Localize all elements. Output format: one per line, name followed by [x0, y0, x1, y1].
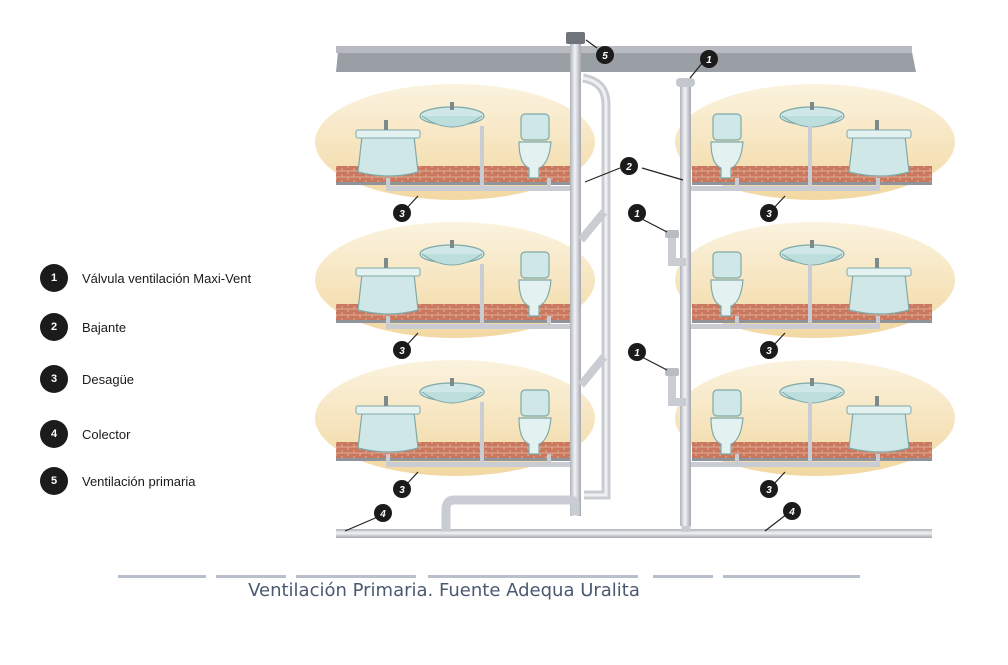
- callout-number: 3: [766, 346, 772, 357]
- drain-pipe: [691, 462, 880, 467]
- toilet-fixture: [712, 113, 742, 141]
- main-stack: [570, 40, 581, 516]
- callout-number: 3: [399, 485, 405, 496]
- legend-item-5: 5 Ventilación primaria: [40, 466, 195, 496]
- callout-marker-4: 4: [783, 502, 801, 520]
- roof-slab: [336, 52, 916, 72]
- right-stack: [680, 86, 691, 526]
- callout-number: 1: [634, 348, 640, 359]
- blurred-text-strip: [118, 575, 860, 579]
- legend-label: Ventilación primaria: [82, 473, 196, 489]
- legend-label: Desagüe: [82, 371, 135, 387]
- drain-pipe: [386, 462, 570, 467]
- callout-marker-3: 3: [760, 341, 778, 359]
- floor-line-left: [336, 320, 570, 323]
- drain-pipe: [386, 186, 570, 191]
- legend-badge: 3: [40, 365, 68, 393]
- drain-pipe: [691, 186, 880, 191]
- callout-number: 1: [634, 209, 640, 220]
- floor-1: [315, 84, 955, 200]
- bidet-fixture: [848, 411, 910, 453]
- floor-3: [315, 360, 955, 476]
- bidet-fixture: [357, 135, 419, 177]
- callout-marker-4: 4: [374, 504, 392, 522]
- callout-number: 3: [399, 209, 405, 220]
- callout-marker-3: 3: [393, 480, 411, 498]
- figure-caption: Ventilación Primaria. Fuente Adequa Ural…: [0, 580, 1008, 601]
- bidet-fixture: [357, 411, 419, 453]
- legend-badge: 1: [40, 264, 68, 292]
- legend-item-3: 3 Desagüe: [40, 364, 134, 394]
- legend-item-1: 1 Válvula ventilación Maxi-Vent: [40, 263, 251, 293]
- drain-pipe: [386, 324, 570, 329]
- legend-badge: 5: [40, 467, 68, 495]
- legend-badge: 4: [40, 420, 68, 448]
- vent-cap: [566, 32, 585, 44]
- legend-label: Colector: [82, 426, 131, 442]
- caption-text: Ventilación Primaria. Fuente Adequa Ural…: [248, 580, 640, 601]
- callout-marker-3: 3: [393, 204, 411, 222]
- legend-item-4: 4 Colector: [40, 419, 130, 449]
- callout-marker-3: 3: [393, 341, 411, 359]
- bidet-fixture: [848, 273, 910, 315]
- drain-pipe: [691, 324, 880, 329]
- bidet-fixture: [848, 135, 910, 177]
- callout-number: 4: [788, 507, 795, 518]
- callout-marker-3: 3: [760, 204, 778, 222]
- floor-line-left: [336, 458, 570, 461]
- toilet-fixture: [712, 251, 742, 279]
- legend-badge: 2: [40, 313, 68, 341]
- legend-item-2: 2 Bajante: [40, 312, 126, 342]
- callout-number: 3: [766, 209, 772, 220]
- toilet-fixture: [520, 251, 550, 279]
- floor-line-left: [336, 182, 570, 185]
- callout-number: 3: [399, 346, 405, 357]
- toilet-fixture: [712, 389, 742, 417]
- callout-marker-1: 1: [628, 343, 646, 361]
- structure-group: [336, 32, 932, 538]
- callout-markers: 5 1 2 1 1 3 3 3 3 3 3 4 4: [374, 46, 801, 522]
- bidet-fixture: [357, 273, 419, 315]
- callout-marker-2: 2: [620, 157, 638, 175]
- callout-marker-1: 1: [628, 204, 646, 222]
- callout-number: 2: [625, 162, 632, 173]
- callout-number: 3: [766, 485, 772, 496]
- legend-label: Bajante: [82, 319, 127, 335]
- callout-marker-5: 5: [596, 46, 614, 64]
- legend-label: Válvula ventilación Maxi-Vent: [82, 270, 252, 286]
- callout-number: 4: [379, 509, 386, 520]
- toilet-fixture: [520, 113, 550, 141]
- floor-2: [315, 222, 955, 338]
- callout-marker-1: 1: [700, 50, 718, 68]
- callout-marker-3: 3: [760, 480, 778, 498]
- floor-group: [315, 84, 955, 476]
- callout-number: 1: [706, 55, 712, 66]
- callout-lines: [344, 39, 788, 532]
- toilet-fixture: [520, 389, 550, 417]
- collector-pipe: [336, 529, 932, 538]
- callout-number: 5: [602, 51, 608, 62]
